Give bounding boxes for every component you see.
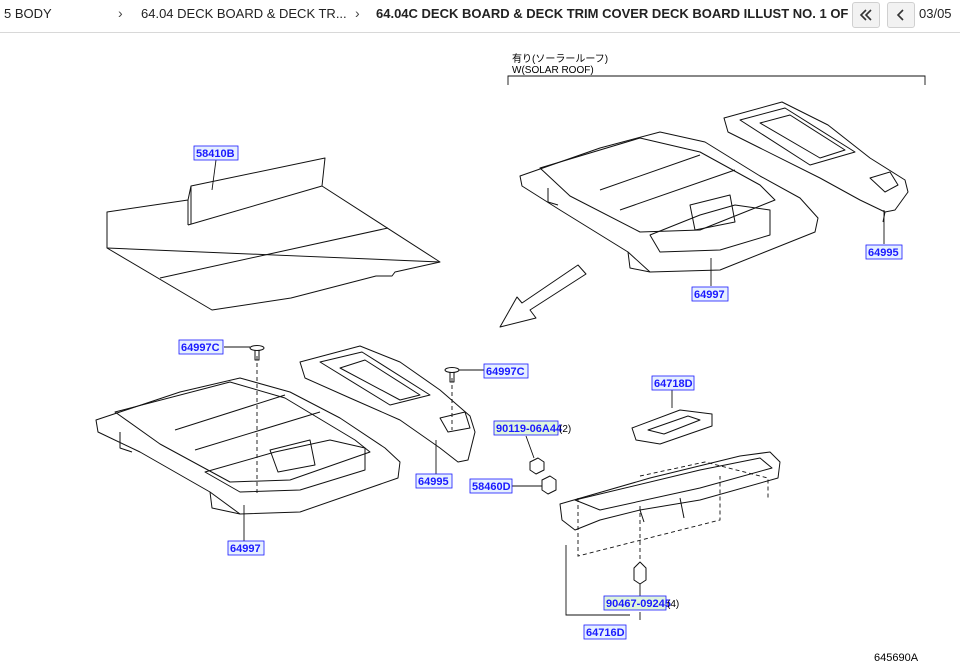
nut-58460d [512,475,557,495]
label-90467-qty: (4) [667,599,679,610]
illustration-id: 645690A [874,652,919,664]
label-64997-upper-text: 64997 [694,289,725,301]
label-64997c-left-text: 64997C [181,342,220,354]
screw-90119-06a44 [525,435,545,475]
deck-tray-64995-upper [723,101,909,244]
label-64997c-right[interactable]: 64997C [483,363,529,379]
label-64995-upper-text: 64995 [868,247,899,259]
label-64997c-left[interactable]: 64997C [178,339,224,355]
chevron-right-icon: › [355,5,360,21]
direction-arrow [499,264,587,328]
clip-64997c-right [444,367,484,383]
label-64716d-text: 64716D [586,627,625,639]
deck-tray-64995-lower [299,345,476,474]
label-58460d-text: 58460D [472,481,511,493]
label-64716d[interactable]: 64716D [583,624,627,640]
label-64997-lower[interactable]: 64997 [227,540,265,556]
breadcrumb-item-body[interactable]: 5 BODY [4,6,52,21]
label-64718d-text: 64718D [654,378,693,390]
label-90119-qty: (2) [559,424,571,435]
deck-box-64997-upper [519,131,819,286]
label-64718d[interactable]: 64718D [651,375,695,391]
clip-64997c-left [224,345,265,361]
deck-box-64997-lower [95,356,401,542]
breadcrumb: 5 BODY › 64.04 DECK BOARD & DECK TR... ›… [0,0,960,33]
deck-board-58410b [106,157,441,311]
first-page-button[interactable] [852,2,880,28]
label-90467-09245[interactable]: 90467-09245 (4) [603,595,679,611]
label-64995-lower-text: 64995 [418,476,449,488]
variant-note-en: W(SOLAR ROOF) [512,65,594,76]
chevron-left-icon [896,9,904,21]
prev-page-button[interactable] [887,2,915,28]
trim-64716d [559,451,781,620]
label-58410b[interactable]: 58410B [193,145,239,161]
label-64997-upper[interactable]: 64997 [691,286,729,302]
page-indicator: 03/05 [919,6,952,21]
label-90119-06a44[interactable]: 90119-06A44 (2) [493,420,571,436]
label-64995-lower[interactable]: 64995 [415,473,453,489]
parts-diagram: 有り(ソーラールーフ) W(SOLAR ROOF) [95,52,926,664]
label-64995-upper[interactable]: 64995 [865,244,903,260]
double-chevron-left-icon [859,9,872,21]
label-64997-lower-text: 64997 [230,543,261,555]
chevron-right-icon: › [118,5,123,21]
label-64997c-right-text: 64997C [486,366,525,378]
breadcrumb-item-deck-board[interactable]: 64.04 DECK BOARD & DECK TR... [141,6,347,21]
variant-note-jp: 有り(ソーラールーフ) [512,52,608,65]
label-90119-text: 90119-06A44 [496,423,563,435]
cover-64718d [631,390,713,445]
label-58410b-text: 58410B [196,148,235,160]
breadcrumb-item-current: 64.04C DECK BOARD & DECK TRIM COVER DECK… [376,6,863,21]
label-58460d[interactable]: 58460D [469,478,513,494]
label-90467-text: 90467-09245 [606,598,671,610]
solar-roof-bracket: 有り(ソーラールーフ) W(SOLAR ROOF) [507,52,926,85]
clip-90467-09245 [633,506,647,598]
